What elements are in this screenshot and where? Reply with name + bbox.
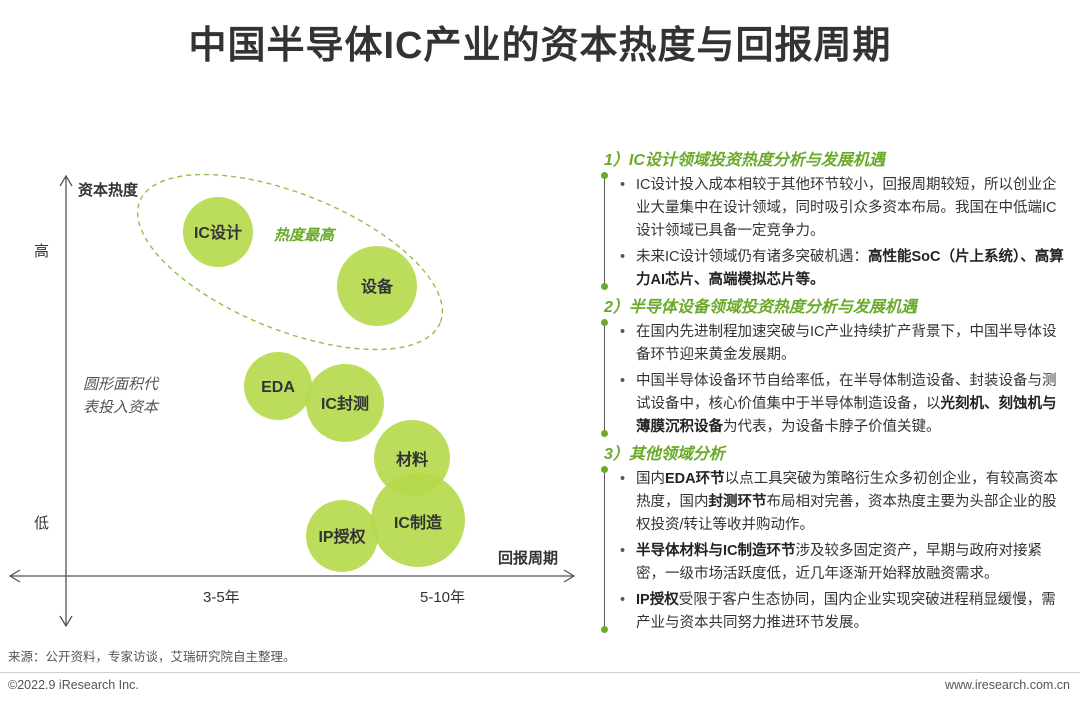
svg-text:IC设计: IC设计	[194, 223, 242, 242]
bullet-text: 国内	[636, 471, 665, 487]
bullet-text: 在国内先进制程加速突破与IC产业持续扩产背景下，中国半导体设备环节迎来黄金发展期…	[636, 324, 1057, 363]
bullet-item: IP授权受限于客户生态协同，国内企业实现突破进程稍显缓慢，需产业与资本共同努力推…	[620, 589, 1068, 635]
bullet-emphasis: 高性能SoC（片上系统）、高算力AI芯片、高端模拟芯片等。	[636, 249, 1064, 288]
bullet-text: 涉及较多固定资产，早期与政府对接紧密，一级市场活跃度低，近几年逐渐开始释放融资需…	[636, 543, 1042, 582]
website-link[interactable]: www.iresearch.com.cn	[944, 678, 1070, 692]
section-ic-design: 1）IC设计领域投资热度分析与发展机遇 IC设计投入成本相较于其他环节较小，回报…	[598, 148, 1068, 292]
bullet-text: 中国半导体设备环节自给率低，在半导体制造设备、封装设备与测试设备中，核心价值集中…	[636, 373, 1057, 412]
section-timeline	[601, 319, 608, 437]
bubble-equipment: 设备	[337, 246, 417, 326]
bullet-text: IC设计投入成本相较于其他环节较小，回报周期较短，所以创业企业大量集中在设计领域…	[636, 177, 1057, 239]
bullet-emphasis: EDA环节	[665, 471, 725, 487]
hot-zone-ellipse	[136, 173, 444, 351]
bullet-text: 以点工具突破为策略衍生众多初创企业，有较高资本热度，国内	[636, 471, 1059, 510]
note-line-2: 表投入资本	[83, 399, 160, 416]
bullet-text: 受限于客户生态协同，国内企业实现突破进程稍显缓慢，需产业与资本共同努力推进环节发…	[636, 592, 1056, 631]
bubble-ip-licensing: IP授权	[306, 500, 378, 572]
bullet-text: 未来IC设计领域仍有诸多突破机遇：	[636, 249, 868, 265]
bullet-item: 未来IC设计领域仍有诸多突破机遇：高性能SoC（片上系统）、高算力AI芯片、高端…	[620, 246, 1068, 292]
x-axis-arrow-right	[563, 569, 576, 583]
bullet-item: 中国半导体设备环节自给率低，在半导体制造设备、封装设备与测试设备中，核心价值集中…	[620, 370, 1068, 439]
copyright: ©2022.9 iResearch Inc.	[8, 678, 139, 692]
y-axis-arrow-down	[59, 615, 73, 628]
bullet-emphasis: IP授权	[636, 592, 679, 608]
bullet-text: 为代表，为设备卡脖子价值关键。	[723, 419, 941, 435]
section-timeline	[601, 466, 608, 633]
bubble-eda: EDA	[244, 352, 312, 420]
section-title: 3）其他领域分析	[604, 446, 725, 463]
bullet-item: 在国内先进制程加速突破与IC产业持续扩产背景下，中国半导体设备环节迎来黄金发展期…	[620, 321, 1068, 367]
section-title: 1）IC设计领域投资热度分析与发展机遇	[604, 152, 885, 169]
section-title: 2）半导体设备领域投资热度分析与发展机遇	[604, 299, 917, 316]
note-line-1: 圆形面积代	[83, 376, 160, 393]
y-axis-arrow-up	[59, 174, 73, 187]
bullet-emphasis: 半导体材料与IC制造环节	[636, 543, 796, 559]
analysis-panel: 1）IC设计领域投资热度分析与发展机遇 IC设计投入成本相较于其他环节较小，回报…	[598, 148, 1068, 638]
bubble-ic-packaging: IC封测	[306, 364, 384, 442]
svg-text:设备: 设备	[361, 277, 394, 296]
svg-text:IC制造: IC制造	[394, 513, 443, 532]
footer-divider	[0, 672, 1080, 673]
svg-text:EDA: EDA	[261, 379, 295, 396]
section-equipment: 2）半导体设备领域投资热度分析与发展机遇 在国内先进制程加速突破与IC产业持续扩…	[598, 295, 1068, 439]
bubble-materials: 材料	[374, 420, 450, 496]
source-note: 来源：公开资料，专家访谈，艾瑞研究院自主整理。	[8, 650, 296, 664]
x-tick-5-10: 5-10年	[420, 589, 465, 606]
bullet-emphasis: 光刻机、刻蚀机与薄膜沉积设备	[636, 396, 1057, 435]
bullet-emphasis: 封测环节	[708, 494, 767, 510]
svg-text:IP授权: IP授权	[318, 527, 366, 546]
bullet-item: 半导体材料与IC制造环节涉及较多固定资产，早期与政府对接紧密，一级市场活跃度低，…	[620, 540, 1068, 586]
section-others: 3）其他领域分析 国内EDA环节以点工具突破为策略衍生众多初创企业，有较高资本热…	[598, 442, 1068, 635]
bubble-ic-manufacturing: IC制造	[371, 473, 465, 567]
bullet-item: 国内EDA环节以点工具突破为策略衍生众多初创企业，有较高资本热度，国内封测环节布…	[620, 468, 1068, 537]
bubble-diagram: 资本热度 高 低 回报周期 3-5年 5-10年 热度最高 圆形面积代 表投入资…	[8, 173, 576, 628]
x-axis-arrow-left	[8, 569, 21, 583]
section-timeline	[601, 172, 608, 290]
svg-text:材料: 材料	[396, 450, 428, 469]
page-title: 中国半导体IC产业的资本热度与回报周期	[188, 25, 892, 67]
bullet-item: IC设计投入成本相较于其他环节较小，回报周期较短，所以创业企业大量集中在设计领域…	[620, 174, 1068, 243]
x-tick-3-5: 3-5年	[203, 589, 240, 606]
y-low-label: 低	[34, 515, 49, 532]
hot-zone-label: 热度最高	[273, 226, 337, 244]
y-high-label: 高	[34, 243, 49, 260]
bullet-text: 布局相对完善，资本热度主要为头部企业的股权投资/转让等收并购动作。	[636, 494, 1057, 533]
svg-text:IC封测: IC封测	[321, 394, 369, 413]
y-axis-title: 资本热度	[78, 181, 139, 199]
x-axis-title: 回报周期	[498, 549, 558, 567]
bubble-ic-design: IC设计	[183, 197, 253, 267]
